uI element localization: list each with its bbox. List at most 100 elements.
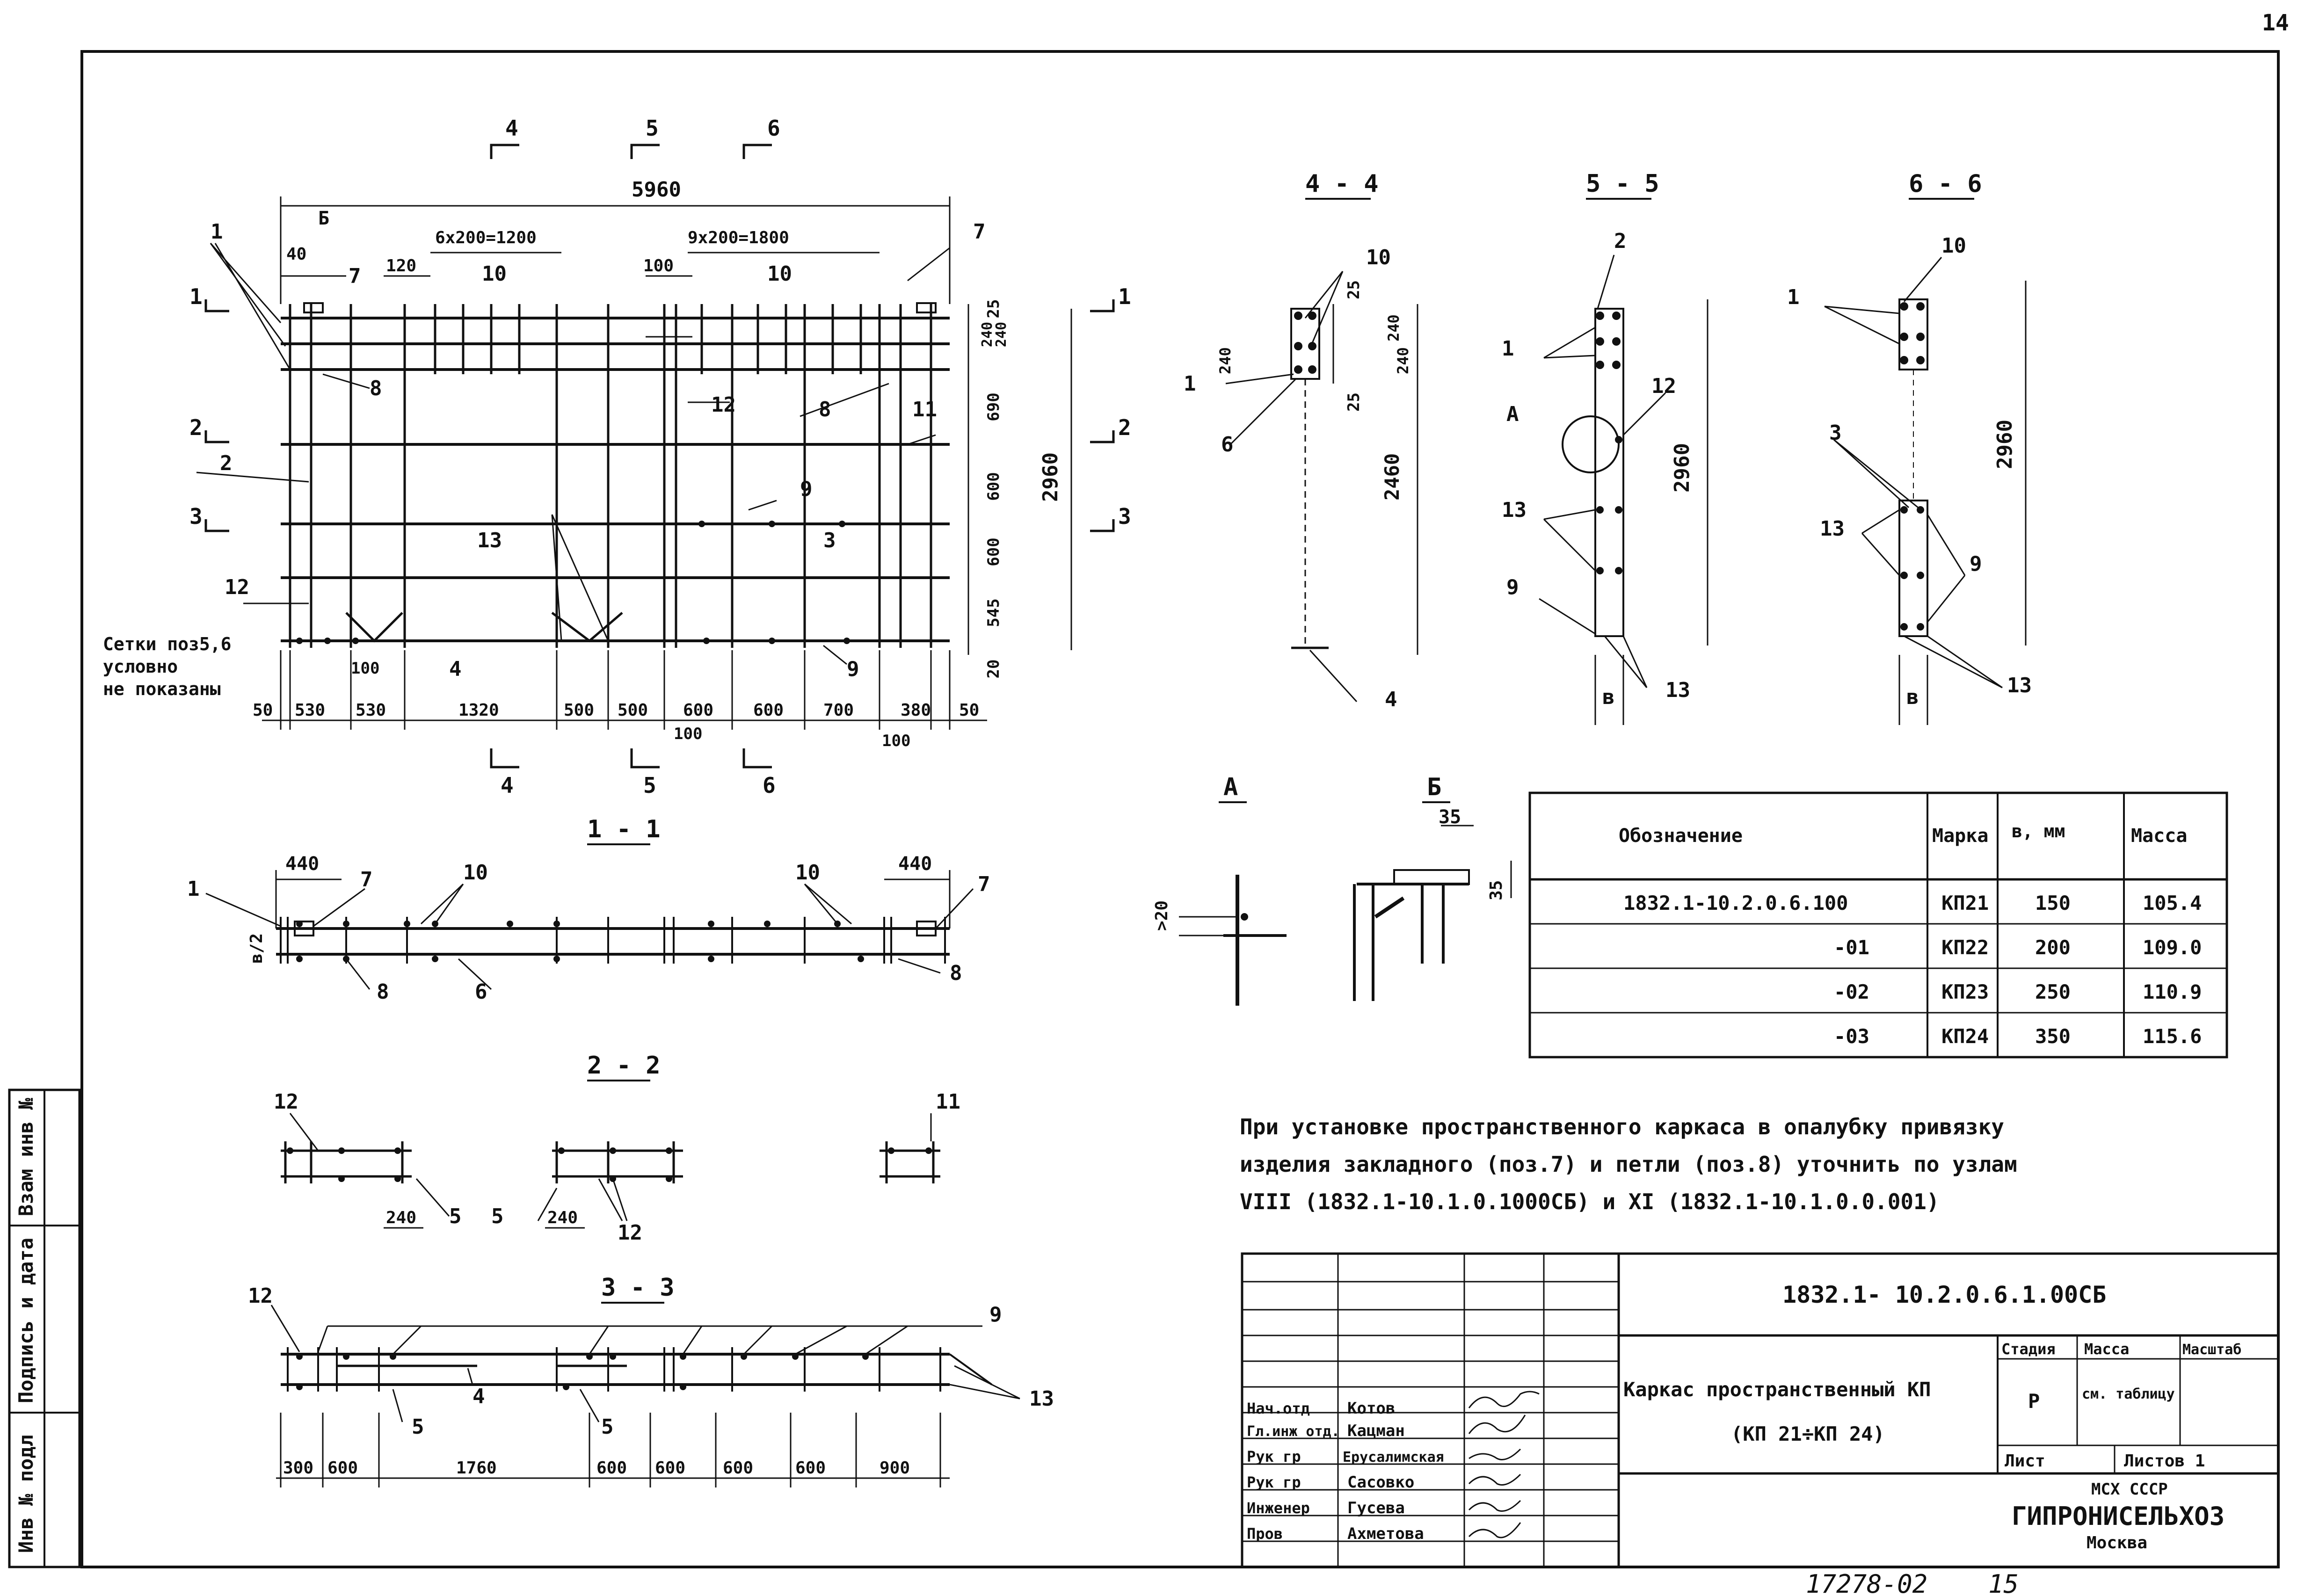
s66-label-1: 1 xyxy=(1787,285,1800,309)
vdim-20: 20 xyxy=(984,660,1003,679)
table-r3-mark: КП24 xyxy=(1941,1025,1989,1048)
doc-code: 1832.1- 10.2.0.6.1.00СБ xyxy=(1782,1281,2106,1308)
dim-40: 40 xyxy=(286,245,306,264)
bottom-num: 15 xyxy=(1988,1569,2019,1596)
vdim-240a: 240 xyxy=(979,322,996,347)
section-mark-3-right: 3 xyxy=(1118,504,1131,529)
sheet-frame xyxy=(80,50,2280,1568)
s44-label-1: 1 xyxy=(1184,372,1196,396)
detail-b-title: Б xyxy=(1427,773,1441,801)
s11-label-8a: 8 xyxy=(377,980,389,1004)
section-mark-1-right: 1 xyxy=(1118,284,1131,309)
org-line-3: Москва xyxy=(2087,1533,2147,1552)
s55-width: в xyxy=(1602,685,1615,709)
sheet-label: Лист xyxy=(2005,1451,2045,1471)
s33-dim-600d: 600 xyxy=(723,1458,753,1478)
sheets-label: Листов 1 xyxy=(2124,1451,2205,1471)
side-stamp-replace: Взам инв № xyxy=(15,1098,37,1216)
person-role-5: Пров xyxy=(1247,1525,1283,1543)
section-2-2-title: 2 - 2 xyxy=(587,1052,661,1080)
bottom-code: 17278-02 xyxy=(1806,1569,1927,1596)
bdim-380: 380 xyxy=(901,701,931,720)
table-r1-mark: КП22 xyxy=(1941,936,1989,959)
s44-label-10: 10 xyxy=(1366,246,1391,269)
s11-dim-440b: 440 xyxy=(898,853,932,875)
s44-dim-240-left: 240 xyxy=(1216,347,1234,374)
section-4-4: 4 - 4 25 240 240 25 2460 240 10 1 6 4 xyxy=(1184,170,1418,711)
s66-label-13a: 13 xyxy=(1820,517,1845,541)
signatures xyxy=(1468,1391,1540,1538)
person-role-0: Нач.отд xyxy=(1247,1400,1310,1417)
s22-label-5a: 5 xyxy=(449,1204,462,1228)
note-line-2: условно xyxy=(103,656,178,677)
dim-100-top: 100 xyxy=(643,256,674,276)
bdim-50b: 50 xyxy=(959,701,979,720)
bdim-530b: 530 xyxy=(356,701,386,720)
s33-label-4: 4 xyxy=(473,1385,485,1408)
s22-label-12b: 12 xyxy=(618,1221,642,1245)
main-plan: 5960 6x200=1200 9x200=1800 40 Б 120 100 … xyxy=(103,116,1131,798)
s66-label-10: 10 xyxy=(1941,234,1966,258)
pos-label-9a: 9 xyxy=(800,477,813,501)
section-mark-6-top: 6 xyxy=(767,116,780,141)
table-r2-designation: -02 xyxy=(1834,980,1869,1003)
side-stamp: Инв № подл Подпись и дата Взам инв № xyxy=(8,1088,81,1568)
s33-dim-300: 300 xyxy=(283,1458,313,1478)
note-text-1: При установке пространственного каркаса … xyxy=(1240,1114,2004,1139)
detail-a-dim: >20 xyxy=(1152,900,1171,931)
pos-label-12b: 12 xyxy=(225,575,249,599)
s11-dim-440a: 440 xyxy=(285,853,319,875)
s44-label-4: 4 xyxy=(1385,688,1397,711)
s11-dim-b2: в/2 xyxy=(247,933,266,964)
table-r0-b: 150 xyxy=(2035,892,2071,914)
note-line-3: не показаны xyxy=(103,679,221,699)
bdim-600a: 600 xyxy=(683,701,713,720)
vdim-600b: 600 xyxy=(984,537,1003,566)
bdim-50a: 50 xyxy=(253,701,273,720)
s11-label-6: 6 xyxy=(475,980,487,1004)
dim-overall-height: 2960 xyxy=(1039,452,1062,502)
pos-label-2: 2 xyxy=(220,451,233,475)
section-1-1-title: 1 - 1 xyxy=(587,815,661,843)
pos-label-7a: 7 xyxy=(349,264,361,288)
table-header-b: в, мм xyxy=(2012,821,2065,842)
section-mark-4-bottom: 4 xyxy=(501,773,514,798)
s11-label-8b: 8 xyxy=(950,961,962,985)
detail-b: Б 35 35 xyxy=(1353,773,1512,1001)
section-mark-4-top: 4 xyxy=(505,116,518,141)
section-mark-5-top: 5 xyxy=(646,116,659,141)
s33-label-5b: 5 xyxy=(601,1415,614,1439)
table-r0-mark: КП21 xyxy=(1941,892,1989,914)
s11-label-7b: 7 xyxy=(978,872,990,896)
bdim-1320: 1320 xyxy=(458,701,499,720)
s11-label-7a: 7 xyxy=(360,868,373,892)
person-name-5: Ахметова xyxy=(1347,1524,1424,1543)
person-role-1: Гл.инж отд. xyxy=(1247,1423,1340,1440)
dim-spacing-right: 9x200=1800 xyxy=(688,228,789,247)
s55-label-13a: 13 xyxy=(1502,498,1527,522)
detail-a: А >20 xyxy=(1152,773,1287,1006)
s66-label-3: 3 xyxy=(1829,421,1842,445)
section-mark-2-left: 2 xyxy=(189,415,203,440)
s33-dim-1760: 1760 xyxy=(456,1458,497,1478)
bdim-700: 700 xyxy=(823,701,854,720)
dim-spacing-left: 6x200=1200 xyxy=(435,228,537,247)
s44-dim-25b: 25 xyxy=(1345,392,1363,412)
s55-label-a: А xyxy=(1506,402,1519,426)
s22-label-11: 11 xyxy=(936,1090,960,1114)
s11-label-10b: 10 xyxy=(795,861,820,885)
person-role-4: Инженер xyxy=(1247,1499,1310,1517)
side-stamp-inv: Инв № подл xyxy=(15,1435,37,1553)
pos-label-10a: 10 xyxy=(482,262,507,286)
bdim-under-100a: 100 xyxy=(674,725,702,743)
pos-label-13: 13 xyxy=(477,529,502,552)
marks-table: Обозначение Марка в, мм Масса 1832.1-10.… xyxy=(1528,791,2228,1059)
s11-label-10a: 10 xyxy=(463,861,488,885)
dim-100-bottom: 100 xyxy=(351,659,379,678)
s33-label-9: 9 xyxy=(989,1303,1002,1327)
s33-label-12: 12 xyxy=(248,1284,273,1308)
table-r2-b: 250 xyxy=(2035,980,2071,1003)
bdim-600b: 600 xyxy=(753,701,784,720)
mass-value: см. таблицу xyxy=(2082,1386,2175,1402)
